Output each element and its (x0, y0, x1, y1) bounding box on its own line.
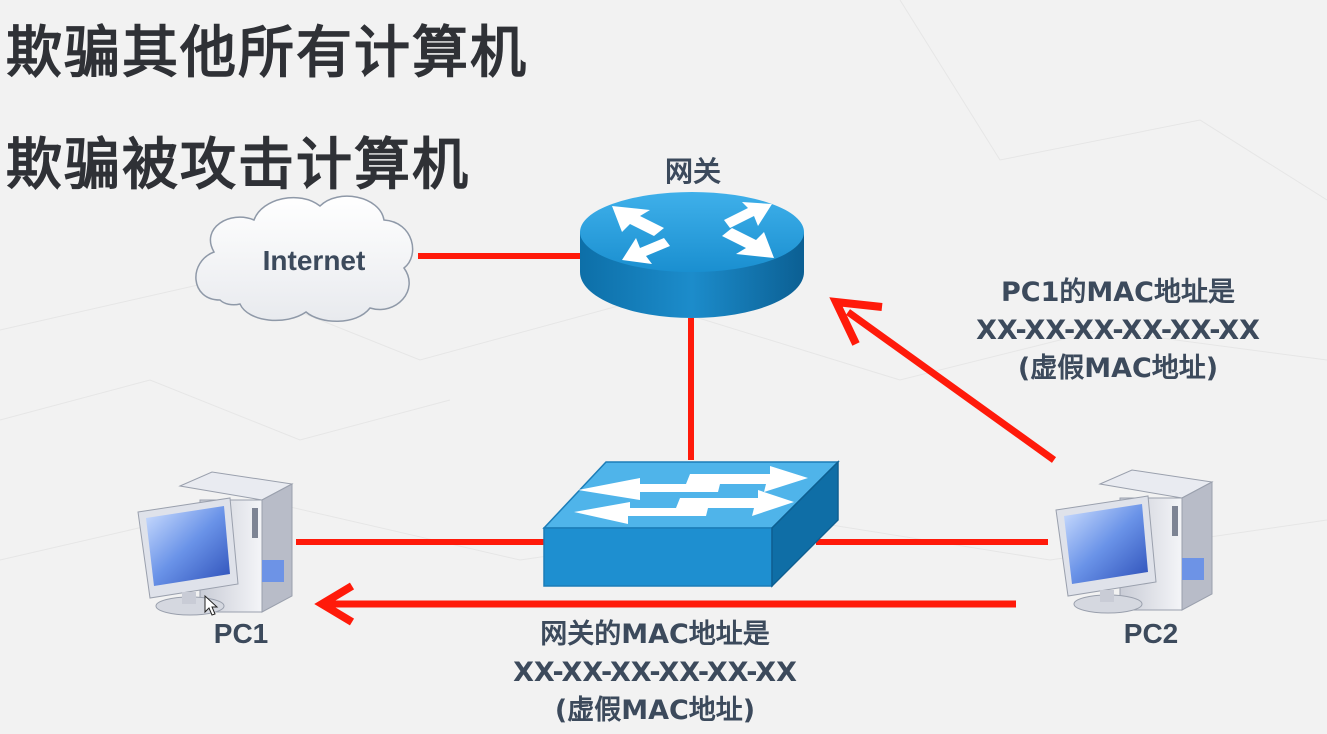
router-icon (580, 192, 804, 318)
network-links (296, 253, 1048, 545)
gateway-label: 网关 (664, 155, 721, 188)
pc2-label: PC2 (1123, 618, 1179, 649)
pc1-computer-icon (137, 471, 294, 616)
pc2-computer-icon (1055, 469, 1214, 614)
spoof-message-to-gateway: PC1的MAC地址是 XX-XX-XX-XX-XX-XX (虚假MAC地址) (948, 274, 1288, 388)
internet-label: Internet (263, 245, 366, 276)
title-spoof-all-computers: 欺骗其他所有计算机 (6, 21, 528, 86)
message-line: XX-XX-XX-XX-XX-XX (513, 657, 797, 688)
switch-icon (542, 460, 840, 588)
internet-cloud (195, 195, 414, 322)
pc1-label: PC1 (213, 618, 269, 649)
spoof-arrow-to-pc1 (314, 582, 1016, 626)
message-line: PC1的MAC地址是 (1001, 277, 1235, 308)
message-line: (虚假MAC地址) (554, 695, 756, 726)
message-line: XX-XX-XX-XX-XX-XX (976, 315, 1260, 346)
title-spoof-victim-computer: 欺骗被攻击计算机 (6, 133, 470, 198)
spoof-message-to-pc1: 网关的MAC地址是 XX-XX-XX-XX-XX-XX (虚假MAC地址) (470, 616, 840, 730)
message-line: 网关的MAC地址是 (540, 619, 770, 650)
message-line: (虚假MAC地址) (1017, 353, 1219, 384)
spoof-arrow-to-gateway (829, 297, 1057, 463)
mouse-cursor-icon (204, 594, 219, 616)
